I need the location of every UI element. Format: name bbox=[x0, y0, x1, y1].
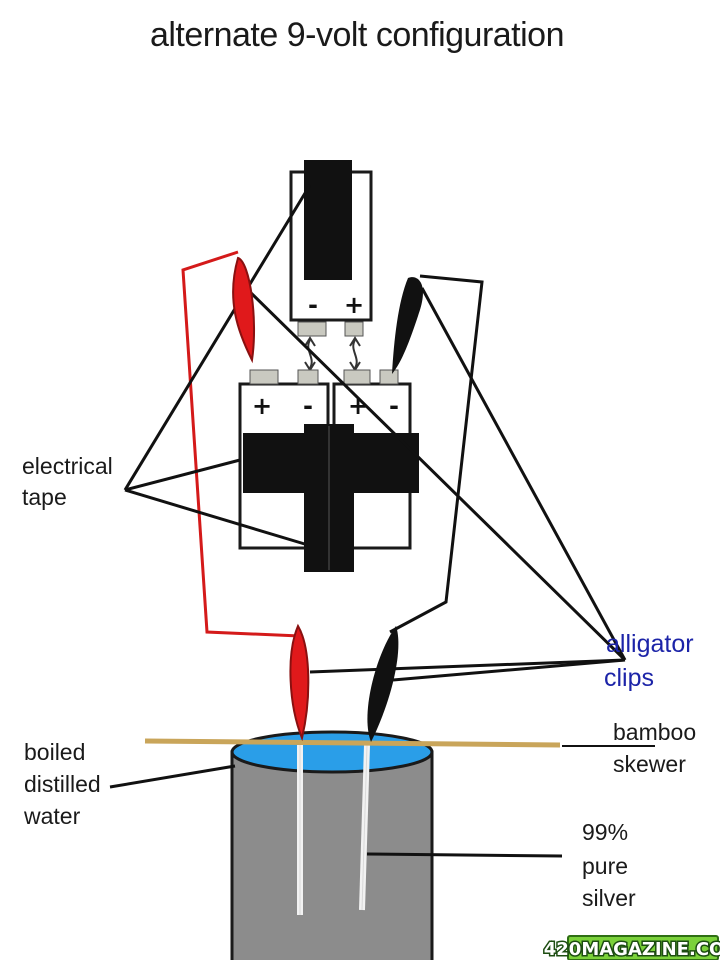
label-silver-line-2: pure bbox=[582, 853, 628, 879]
electrical-tape-pointers bbox=[123, 184, 312, 547]
silver-pointer bbox=[366, 852, 563, 858]
electrical-tape bbox=[243, 424, 419, 572]
label-skewer-line-1: bamboo bbox=[613, 719, 696, 745]
bamboo-skewer bbox=[144, 738, 561, 748]
battery-right-minus: - bbox=[389, 392, 399, 420]
label-alligator-clips-line-2: clips bbox=[604, 664, 654, 692]
water-pointer bbox=[109, 764, 236, 789]
alligator-clip-bottom-red bbox=[289, 623, 310, 742]
diagram-title: alternate 9-volt configuration bbox=[150, 16, 564, 54]
alligator-clip-top-red bbox=[232, 256, 255, 364]
silver-electrodes bbox=[297, 744, 370, 915]
battery-left-minus: - bbox=[303, 392, 313, 420]
label-electrical-tape: electrical tape bbox=[22, 453, 113, 510]
label-water-line-2: distilled bbox=[24, 771, 101, 797]
alligator-clip-top-black bbox=[392, 277, 424, 374]
red-wire bbox=[181, 250, 301, 638]
label-alligator-clips-line-1: alligator bbox=[606, 630, 694, 658]
label-skewer-line-2: skewer bbox=[613, 751, 686, 777]
label-bamboo-skewer: bamboo skewer bbox=[613, 719, 696, 777]
label-electrical-tape-line-2: tape bbox=[22, 484, 67, 510]
container bbox=[230, 730, 434, 960]
black-wire bbox=[389, 274, 484, 634]
label-silver-line-1: 99% bbox=[582, 819, 628, 845]
label-electrical-tape-line-1: electrical bbox=[22, 453, 113, 479]
watermark-text: 420MAGAZINE.COM bbox=[544, 939, 720, 960]
alligator-clips-pointers bbox=[246, 287, 627, 682]
watermark: 420MAGAZINE.COM bbox=[542, 935, 720, 960]
label-boiled-distilled-water: boiled distilled water bbox=[23, 739, 101, 829]
label-pure-silver: 99% pure silver bbox=[582, 819, 636, 911]
label-water-line-1: boiled bbox=[24, 739, 85, 765]
battery-top-minus: - bbox=[308, 291, 318, 319]
label-silver-line-3: silver bbox=[582, 885, 636, 911]
battery-right-plus: + bbox=[348, 392, 368, 420]
alligator-clip-bottom-black bbox=[367, 626, 399, 742]
label-alligator-clips: alligator clips bbox=[604, 630, 694, 692]
label-water-line-3: water bbox=[23, 803, 81, 829]
battery-left-plus: + bbox=[252, 392, 272, 420]
battery-top: - + bbox=[289, 160, 373, 337]
battery-top-plus: + bbox=[344, 291, 364, 319]
